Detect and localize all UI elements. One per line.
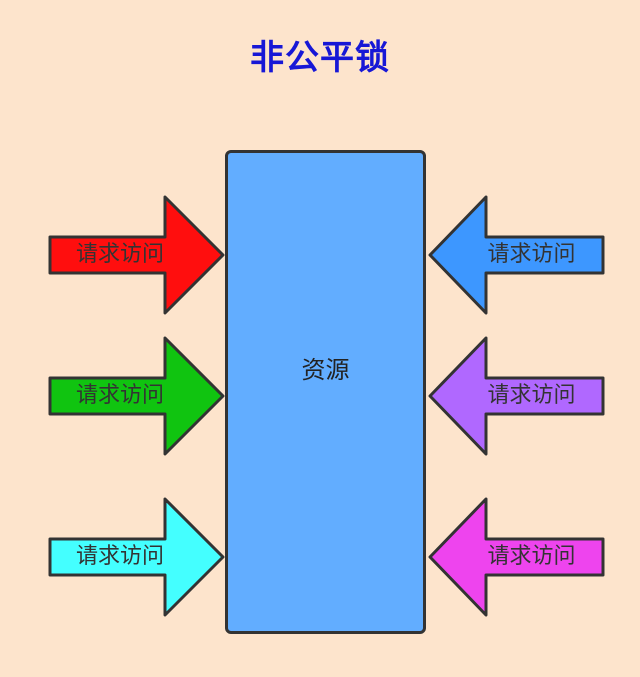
request-arrow-left-3: 请求访问 <box>48 497 225 617</box>
request-arrow-left-1: 请求访问 <box>48 195 225 315</box>
request-arrow-right-2: 请求访问 <box>428 336 605 456</box>
arrow-label: 请求访问 <box>75 242 164 267</box>
request-arrow-right-3: 请求访问 <box>428 497 605 617</box>
arrow-label: 请求访问 <box>75 383 164 408</box>
arrow-right-shape-2 <box>48 336 225 456</box>
arrow-label: 请求访问 <box>75 544 164 569</box>
request-arrow-right-1: 请求访问 <box>428 195 605 315</box>
arrow-label: 请求访问 <box>487 544 576 569</box>
arrow-left-shape-3 <box>428 497 605 617</box>
arrow-right-shape-1 <box>48 195 225 315</box>
arrow-label: 请求访问 <box>487 242 576 267</box>
arrow-left-shape-2 <box>428 336 605 456</box>
arrow-left-shape-1 <box>428 195 605 315</box>
diagram-title: 非公平锁 <box>250 38 390 78</box>
arrow-label: 请求访问 <box>487 383 576 408</box>
resource-box <box>225 150 426 634</box>
arrow-right-shape-3 <box>48 497 225 617</box>
resource-label: 资源 <box>301 356 350 384</box>
request-arrow-left-2: 请求访问 <box>48 336 225 456</box>
